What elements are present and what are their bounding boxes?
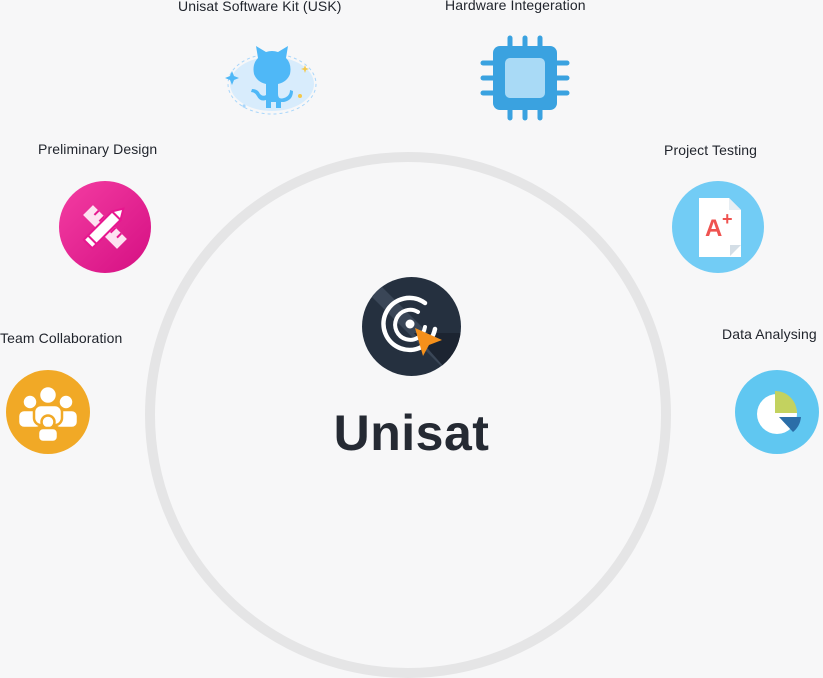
usk-label: Unisat Software Kit (USK) (178, 0, 342, 14)
team-group-icon (6, 370, 90, 454)
hardware-label: Hardware Integeration (445, 0, 586, 13)
pie-chart-icon (735, 370, 819, 454)
svg-text:A: A (705, 215, 722, 242)
testing-label: Project Testing (664, 142, 758, 158)
chip-icon (480, 35, 570, 121)
target-cursor-icon (362, 277, 461, 376)
team-label: Team Collaboration (0, 330, 123, 346)
graded-document-icon: A + (672, 181, 764, 273)
pencil-ruler-icon (59, 181, 151, 273)
data-label: Data Analysing (722, 326, 817, 342)
github-octocat-icon (225, 46, 317, 115)
design-label: Preliminary Design (38, 141, 158, 157)
brand-title: Unisat (333, 405, 490, 461)
svg-text:+: + (722, 209, 733, 229)
